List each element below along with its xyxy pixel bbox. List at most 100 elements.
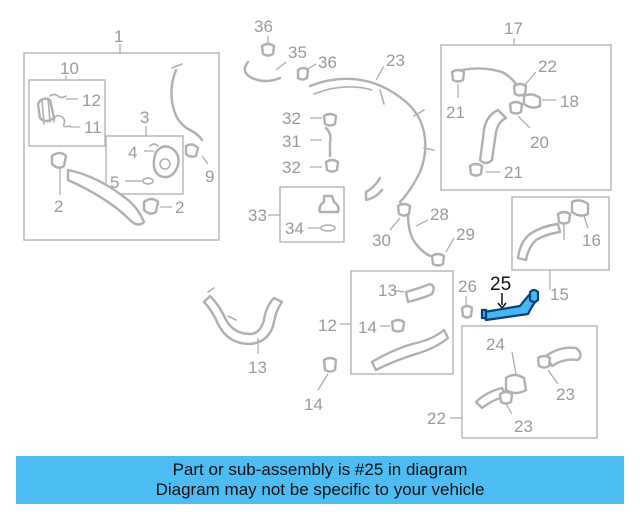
callout-20b: 21	[504, 163, 523, 182]
clamp-20a-part	[508, 100, 524, 115]
clamp-32a-part	[322, 112, 338, 127]
clamp-17-part	[556, 210, 572, 225]
part-10-11: 13 14	[202, 287, 338, 414]
callout-30: 30	[372, 231, 391, 250]
callout-3: 3	[140, 108, 149, 127]
callout-20a: 20	[530, 133, 549, 152]
highlighted-part-25: 25	[480, 274, 540, 322]
group-6-box	[28, 79, 106, 147]
group-1-box	[23, 52, 220, 241]
callout-23b-label: 23	[514, 417, 533, 436]
callout-29: 29	[456, 225, 475, 244]
callout-7: 11	[84, 118, 102, 137]
sensor-part	[318, 194, 340, 214]
clamp-14-part	[390, 318, 406, 333]
group-15-box	[511, 196, 610, 271]
callout-2a: 2	[54, 197, 63, 216]
clamp-23b-part	[498, 390, 514, 405]
group-1: 1 10 12 11 3 4 5 2 2	[23, 27, 220, 241]
callout-4: 4	[128, 143, 137, 162]
callout-12-label: 12	[318, 316, 337, 335]
pipe-9-part	[170, 68, 204, 142]
o-ring-part	[142, 177, 154, 185]
group-12: 14 12 13 14	[318, 270, 454, 375]
callout-6: 10	[60, 59, 79, 78]
clamp-2a-part	[50, 151, 68, 169]
part-26: 26	[458, 277, 477, 319]
o-ring-34-part	[320, 224, 336, 232]
callout-22-label: 22	[427, 409, 446, 428]
group-18: 17 21 22 18 20 21	[440, 19, 612, 191]
callout-15: 15	[550, 285, 569, 304]
callout-8: 12	[82, 91, 101, 110]
hose-28-part	[406, 212, 432, 258]
callout-32b: 32	[282, 158, 301, 177]
group-27: 36 35 36 23 32 31 32 33 34	[243, 17, 435, 243]
callout-24-label: 24	[486, 335, 505, 354]
clamp-21b-part	[512, 82, 528, 97]
callout-14-label: 14	[358, 318, 377, 337]
callout-36a: 36	[254, 17, 273, 36]
callout-35: 35	[288, 43, 307, 62]
group-22-box	[461, 325, 598, 439]
callout-31: 31	[282, 132, 301, 151]
group-12-box	[350, 270, 454, 375]
group-3-box	[105, 135, 184, 195]
callout-10: 13	[248, 358, 267, 377]
group-18-box	[440, 44, 612, 191]
hose-31-part	[324, 126, 332, 158]
bracket-part	[364, 176, 384, 202]
group-28: 30 28 29	[372, 202, 475, 267]
callout-36b: 36	[318, 53, 337, 72]
callout-2b: 2	[175, 198, 184, 217]
callout-21b: 22	[538, 57, 557, 76]
clamp-29-part	[430, 252, 446, 267]
clamp-36b-part	[296, 66, 310, 81]
fitting-16-part	[570, 199, 590, 217]
banner-line-2: Diagram may not be specific to your vehi…	[155, 480, 485, 499]
hose-23-part	[544, 346, 582, 368]
clamp-32b-part	[324, 158, 340, 173]
hose-13-part	[404, 282, 435, 304]
callout-21a: 21	[446, 103, 465, 122]
callout-1: 1	[114, 27, 123, 46]
info-banner: Part or sub-assembly is #25 in diagram D…	[16, 456, 624, 504]
tee-fitting-24-part	[504, 373, 528, 395]
hose-20-part	[478, 108, 508, 165]
hose-10-part	[202, 294, 284, 346]
callout-11: 14	[304, 395, 323, 414]
fitting-19-part	[522, 93, 542, 109]
clip-part	[49, 93, 67, 99]
pipe-12-part	[370, 328, 450, 372]
coolant-hose-2-part	[66, 168, 146, 226]
hose-21-part	[460, 67, 518, 86]
callout-16: 16	[582, 231, 601, 250]
callout-13-label: 13	[378, 281, 397, 300]
group-22: 22 24 23 23	[427, 325, 598, 439]
callout-34: 34	[285, 219, 304, 238]
clamp-20b-part	[468, 162, 484, 177]
callout-19: 18	[560, 92, 579, 111]
callout-23a-label: 23	[556, 385, 575, 404]
hose-35-part	[243, 60, 282, 83]
clamp-23a-part	[536, 354, 552, 369]
callout-28: 28	[430, 205, 449, 224]
callout-26: 26	[458, 277, 477, 296]
callout-32a: 32	[282, 109, 301, 128]
thermostat-housing-part	[152, 145, 180, 179]
callout-33: 33	[248, 206, 267, 225]
clamp-26-part	[460, 304, 474, 319]
clamp-11-part	[322, 356, 338, 373]
callout-27: 23	[386, 51, 405, 70]
clamp-9-part	[184, 143, 200, 158]
clamp-2b-part	[142, 197, 160, 215]
spring-clip-part	[53, 114, 71, 128]
callout-5: 5	[110, 173, 119, 192]
hose-15-part	[516, 222, 562, 262]
hose-clamp-part	[36, 97, 56, 123]
banner-line-1: Part or sub-assembly is #25 in diagram	[172, 460, 468, 479]
callout-25: 25	[490, 274, 511, 295]
callout-18: 17	[504, 19, 523, 38]
coolant-pipe-27-part	[308, 77, 427, 204]
